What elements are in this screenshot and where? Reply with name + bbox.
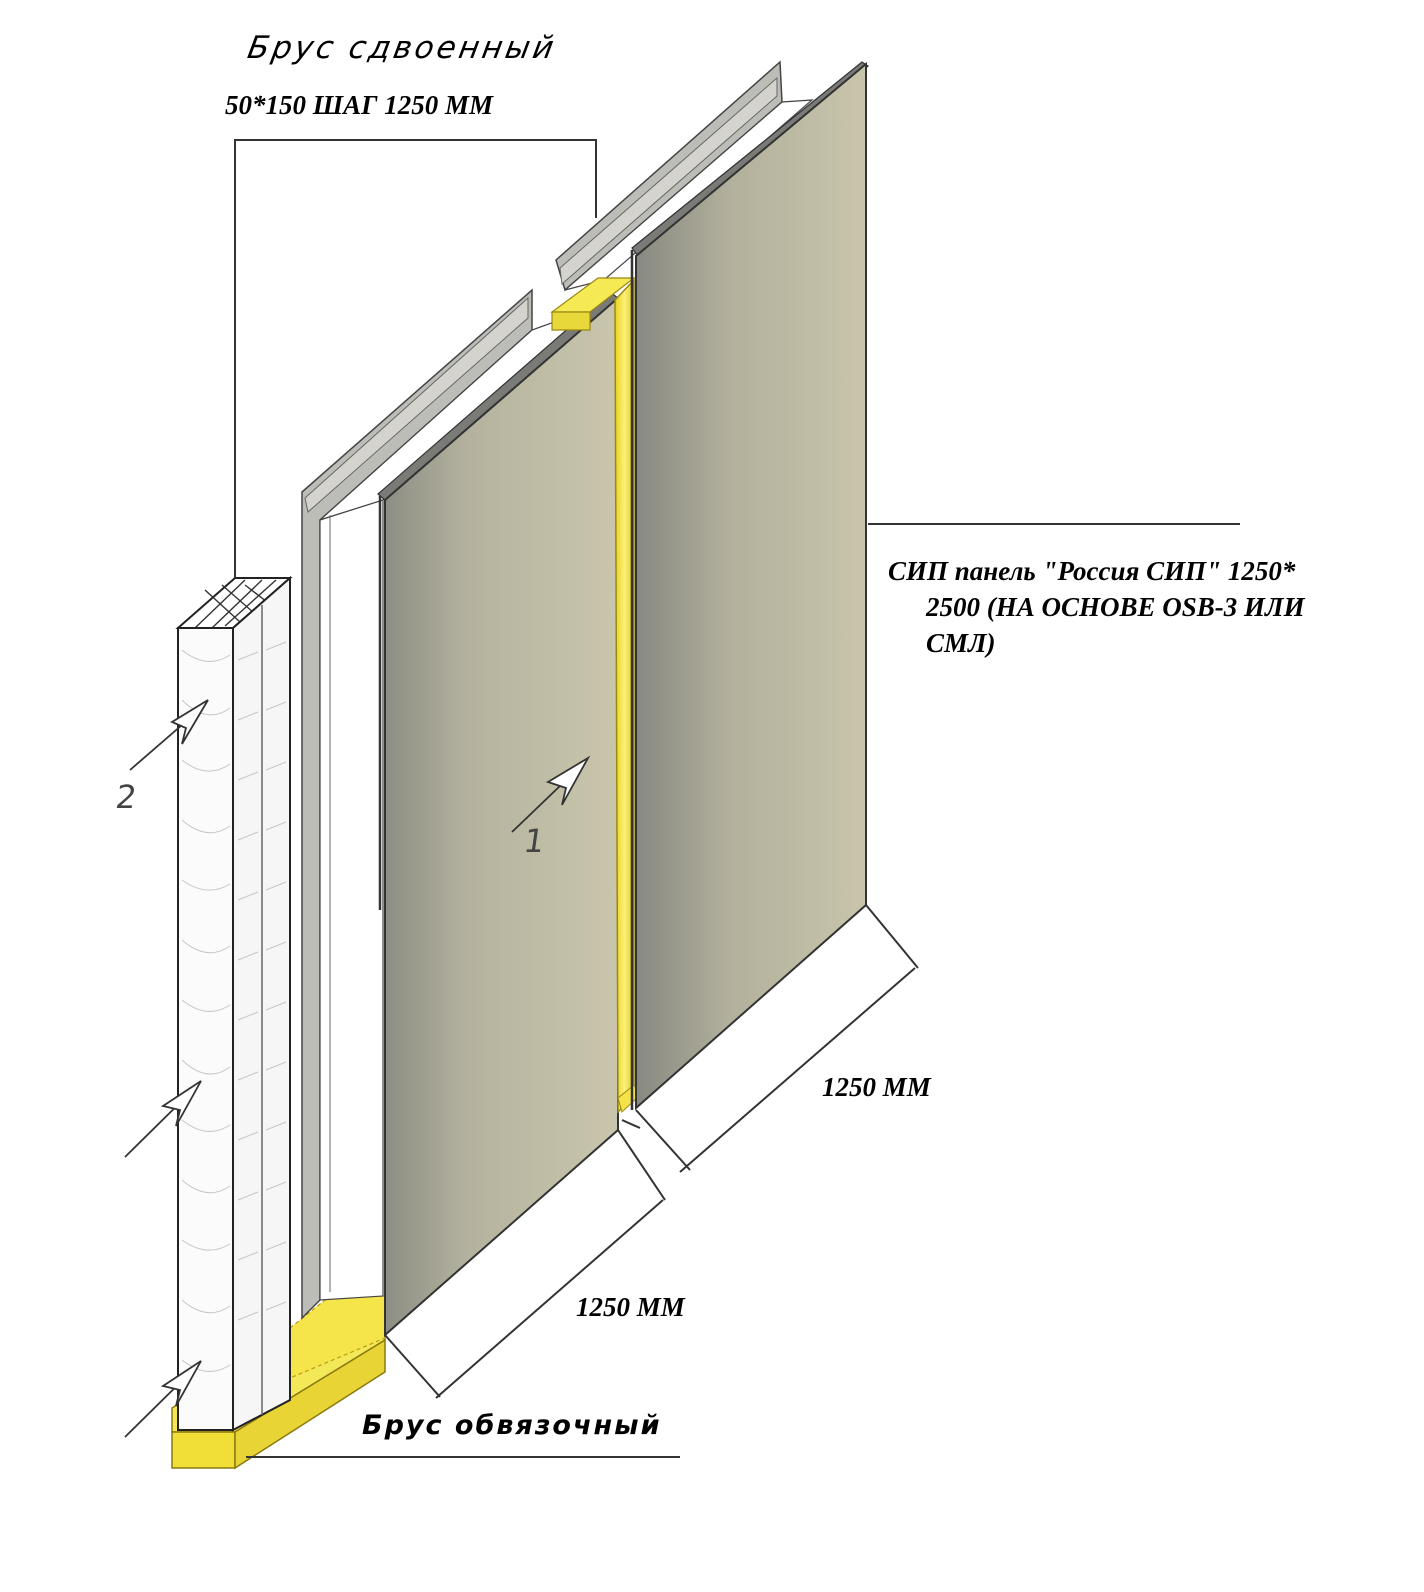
base-beam-side [234, 1338, 386, 1470]
sip-panel-front [301, 288, 619, 1338]
width-label-back: 1250 ММ [822, 1072, 931, 1102]
connecting-beam-front [551, 311, 591, 331]
dimension-back [635, 904, 919, 1173]
beam-spec-label: 50*150 ШАГ 1250 ММ [225, 90, 493, 120]
double-beam [175, 575, 293, 1432]
base-beam-label: Брус обвязочный [362, 1410, 662, 1441]
width-label-front: 1250 ММ [576, 1292, 685, 1322]
double-beam-leader [234, 139, 597, 578]
dimension-front [384, 1119, 666, 1399]
callout-arrows-2 [124, 699, 209, 1438]
callout-arrow-1 [511, 755, 591, 833]
sip-panel-label-line2: 2500 (НА ОСНОВЕ OSB-3 ИЛИ [926, 592, 1305, 622]
double-beam-label: Брус сдвоенный [244, 30, 560, 66]
sip-panel-label-line1: СИП панель "Россия СИП" 1250* [888, 556, 1296, 586]
panel1-core-side [319, 499, 384, 1301]
base-beam-front [171, 1431, 236, 1469]
sip-panel-label-line3: СМЛ) [926, 628, 996, 658]
sip-panel-back [550, 60, 870, 1114]
